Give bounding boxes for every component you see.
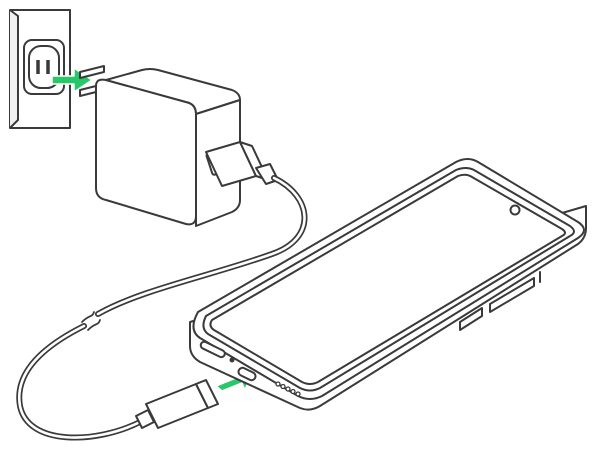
sim-tray [199,340,226,359]
side-button [459,307,483,331]
usb-c-cable-icon [16,141,308,441]
smartphone-icon [189,158,587,411]
speaker-grille [275,381,301,397]
ac-adapter-icon [79,65,241,227]
front-camera-icon [509,204,521,216]
wall-outlet-icon [9,9,71,129]
usb-c-port [237,366,257,382]
volume-button [489,277,535,313]
